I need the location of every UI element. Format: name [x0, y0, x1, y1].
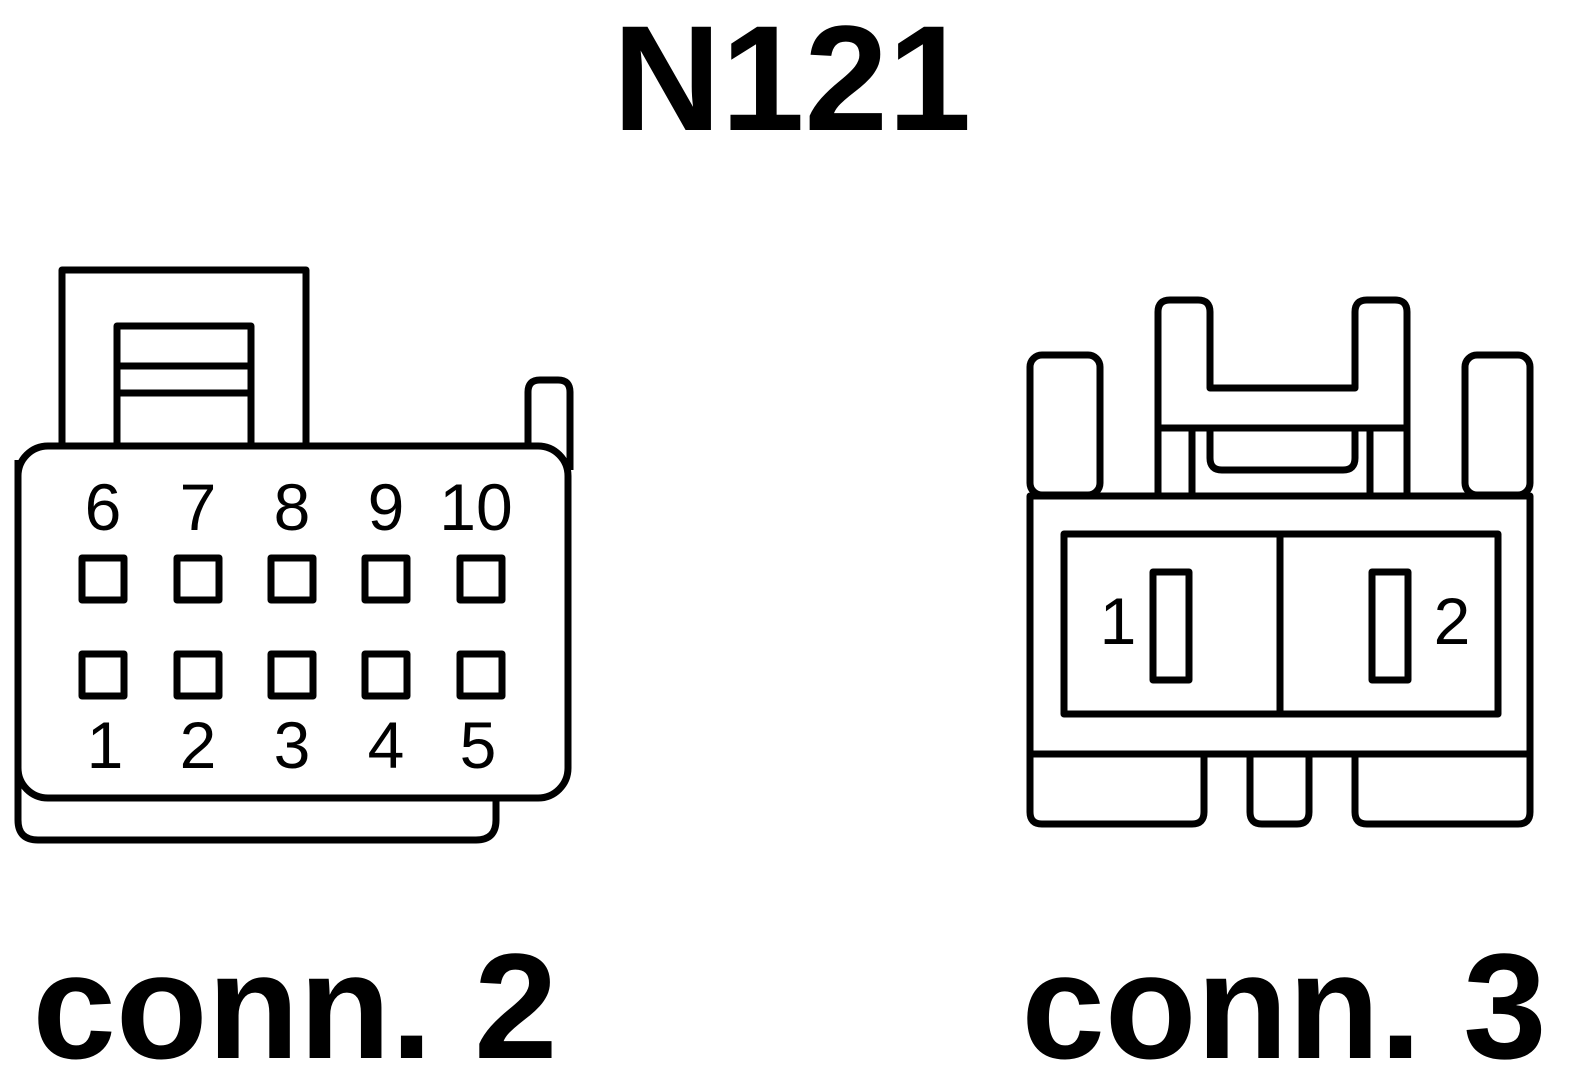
conn3-latch [1154, 296, 1411, 496]
pin-cavity [173, 554, 223, 604]
pin-cavity [78, 650, 128, 700]
conn2-label: conn. 2 [32, 922, 557, 1086]
pin-cavity [267, 650, 317, 700]
pin-cavity [267, 554, 317, 604]
pin-cavity [78, 554, 128, 604]
conn3-label: conn. 3 [1021, 922, 1546, 1086]
conn3-housing [1026, 492, 1534, 758]
pin-cavity [173, 650, 223, 700]
conn3-foot-right [1351, 754, 1534, 828]
conn2-latch [113, 322, 255, 454]
pin-cavity [361, 650, 411, 700]
pin-number: 3 [274, 708, 311, 782]
pin-terminal [1149, 568, 1193, 684]
pin-number: 1 [1100, 584, 1137, 658]
conn2-side-post [524, 376, 574, 470]
pin-number: 7 [180, 470, 217, 544]
connector-2: 6 7 8 9 10 1 2 3 4 5 [14, 266, 574, 844]
pin-number: 2 [1434, 584, 1471, 658]
pin-number: 8 [274, 470, 311, 544]
conn3-foot-center [1246, 754, 1313, 828]
pin-number: 4 [368, 708, 405, 782]
pin-number: 1 [87, 708, 124, 782]
conn2-body [14, 442, 572, 802]
conn3-foot-left [1026, 754, 1208, 828]
diagram-title: N121 [613, 0, 972, 162]
pin-cavity [361, 554, 411, 604]
conn3-left-post [1026, 351, 1104, 499]
pin-cavity [456, 650, 506, 700]
pin-number: 6 [85, 470, 122, 544]
connector-3: 1 2 [1026, 296, 1534, 828]
pin-number: 9 [368, 470, 405, 544]
conn2-back-shell [14, 460, 500, 844]
conn3-right-post [1461, 351, 1534, 499]
conn2-latch-housing [58, 266, 310, 454]
pin-number: 2 [180, 708, 217, 782]
conn3-latch-window [1206, 428, 1359, 474]
pin-cavity [456, 554, 506, 604]
pin-number: 5 [460, 708, 497, 782]
pin-number: 10 [439, 470, 512, 544]
pin-terminal [1368, 568, 1412, 684]
